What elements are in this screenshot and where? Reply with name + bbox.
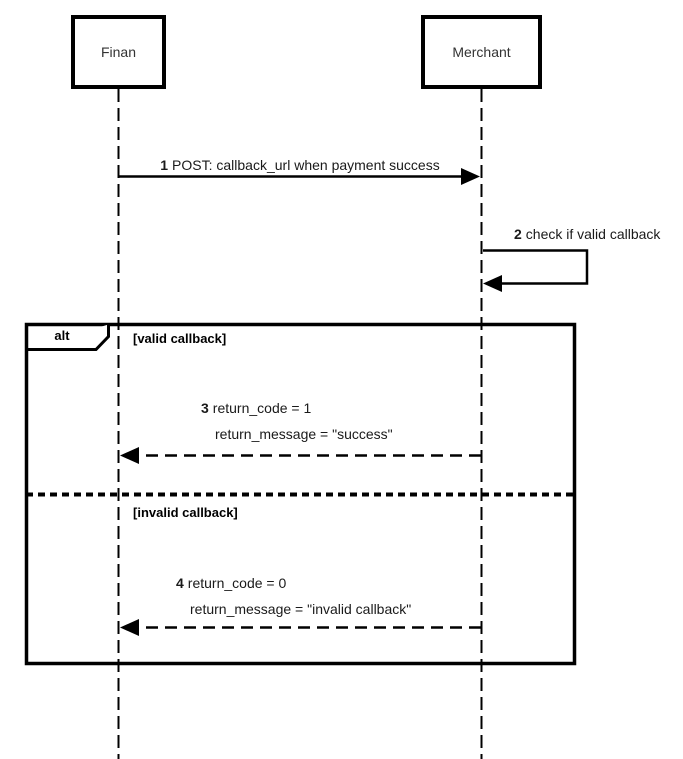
- sequence-number-2: 2: [514, 226, 522, 242]
- sequence-number-3: 3: [201, 400, 209, 416]
- alt-operator-label: alt: [54, 328, 70, 343]
- actor-box-merchant: Merchant: [421, 15, 542, 89]
- message-4-text-line1: return_code = 0: [187, 575, 287, 591]
- message-2-text: check if valid callback: [525, 226, 661, 242]
- guard-valid-callback: [valid callback]: [133, 331, 227, 346]
- message-3-text-line1: return_code = 1: [212, 400, 312, 416]
- sequence-number-4: 4: [176, 575, 184, 591]
- actor-label-merchant: Merchant: [452, 44, 511, 60]
- self-message-loop: [483, 249, 589, 285]
- message-1-arrowhead: [461, 168, 480, 185]
- message-4-arrowhead: [120, 619, 139, 636]
- guard-invalid-callback: [invalid callback]: [133, 505, 238, 520]
- actor-box-finan: Finan: [71, 15, 166, 89]
- actor-label-finan: Finan: [100, 44, 137, 60]
- message-3-arrowhead: [120, 447, 139, 464]
- alt-label-pentagon: [25, 324, 110, 351]
- self-message-arrowhead: [483, 275, 502, 292]
- message-4-text-line2: return_message = "invalid callback": [190, 601, 412, 617]
- message-1-text: POST: callback_url when payment success: [172, 157, 440, 173]
- sequence-number-1: 1: [160, 157, 169, 173]
- message-3-text-line2: return_message = "success": [215, 426, 393, 442]
